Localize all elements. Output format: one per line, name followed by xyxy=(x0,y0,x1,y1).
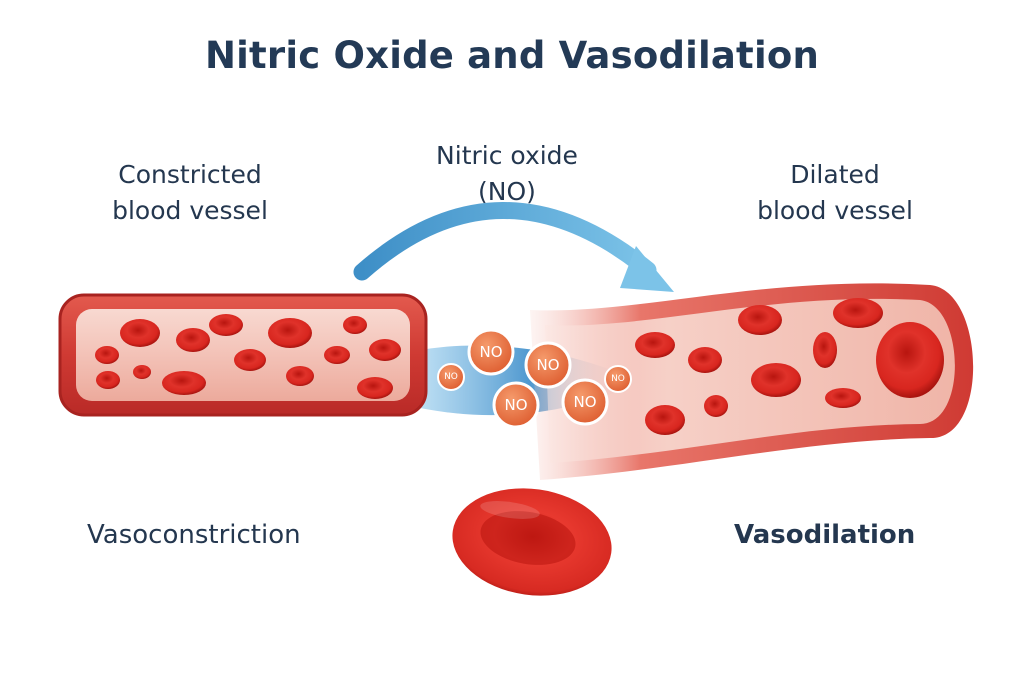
nitric-oxide-label: Nitric oxide (NO) xyxy=(392,138,622,210)
dilated-blood-cells xyxy=(635,298,944,435)
dilated-label-line-2: blood vessel xyxy=(757,196,913,225)
arrow-icon xyxy=(353,202,657,281)
svg-text:NO: NO xyxy=(479,343,502,361)
constricted-label-line-1: Constricted xyxy=(118,160,262,189)
vasodilation-caption: Vasodilation xyxy=(734,520,916,550)
no-molecule-3: NO xyxy=(492,381,540,429)
dilated-vessel xyxy=(530,283,974,480)
no-molecule-1: NO xyxy=(467,328,515,376)
red-blood-cell-icon xyxy=(452,488,612,596)
constricted-label-line-2: blood vessel xyxy=(112,196,268,225)
vasoconstriction-caption: Vasoconstriction xyxy=(87,520,301,550)
svg-text:NO: NO xyxy=(444,372,458,382)
dilated-vessel-label: Dilated blood vessel xyxy=(700,157,970,229)
no-molecule-4: NO xyxy=(561,378,609,426)
no-molecule-2: NO xyxy=(524,341,572,389)
svg-text:NO: NO xyxy=(536,356,559,374)
no-molecule-6: NO xyxy=(604,365,632,393)
nitric-oxide-label-line-2: (NO) xyxy=(478,177,536,206)
constricted-vessel-label: Constricted blood vessel xyxy=(60,157,320,229)
constricted-blood-cells xyxy=(95,314,401,399)
arrow-head-icon xyxy=(620,246,674,292)
svg-text:NO: NO xyxy=(573,393,596,411)
svg-text:NO: NO xyxy=(611,374,625,384)
no-molecules: NO NO NO NO NO NO xyxy=(437,328,632,429)
no-molecule-5: NO xyxy=(437,363,465,391)
diagram-title: Nitric Oxide and Vasodilation xyxy=(205,34,819,77)
constricted-vessel xyxy=(58,293,428,417)
dilated-label-line-1: Dilated xyxy=(790,160,880,189)
nitric-oxide-label-line-1: Nitric oxide xyxy=(436,141,578,170)
svg-text:NO: NO xyxy=(504,396,527,414)
